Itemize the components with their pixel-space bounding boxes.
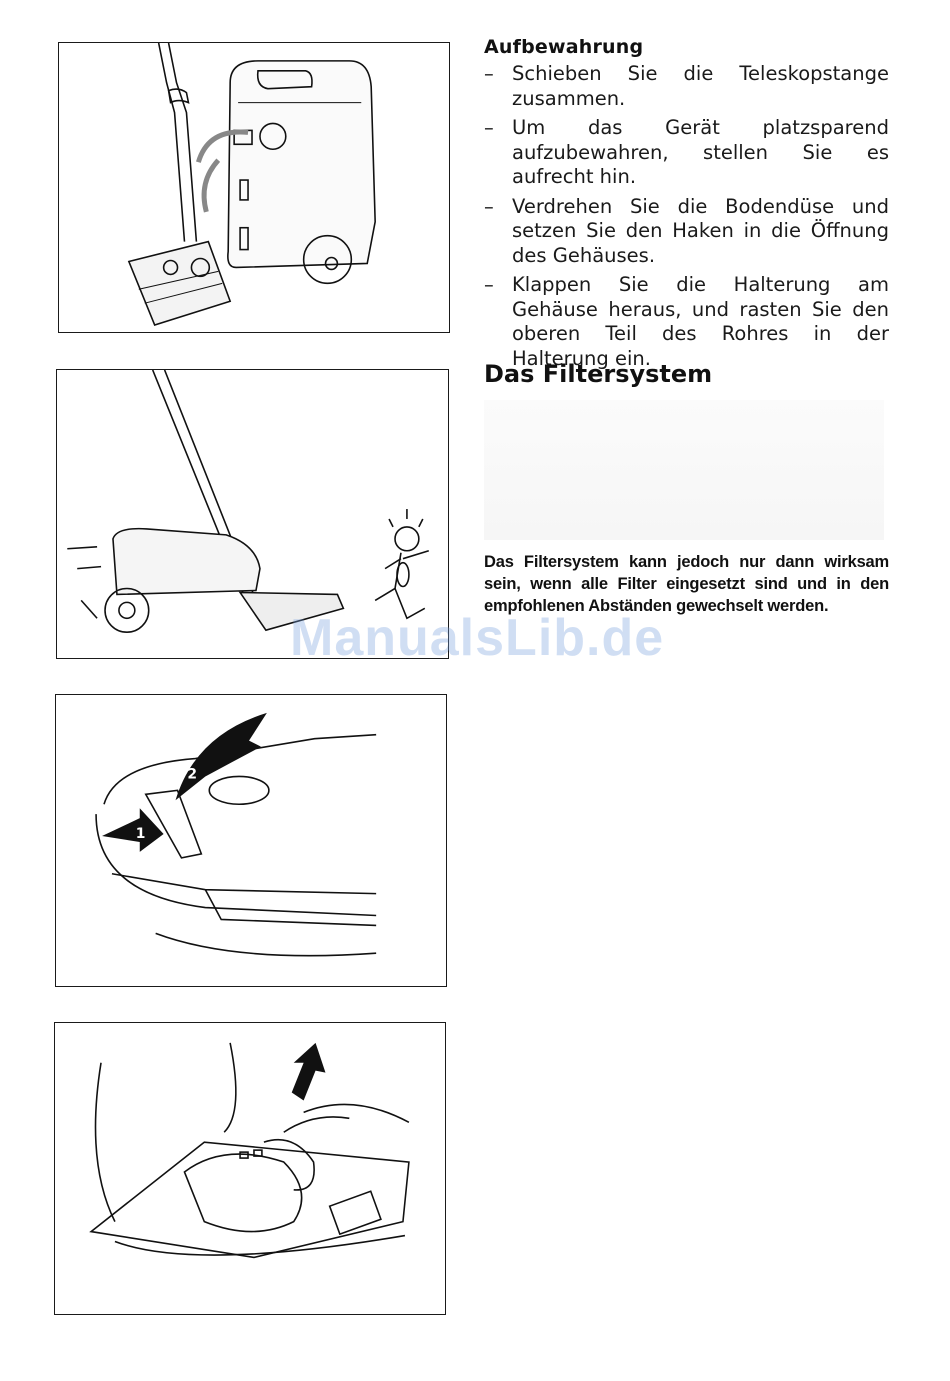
list-dash: –	[484, 194, 494, 218]
lid-release-illustration: 2 1	[78, 704, 416, 974]
storage-step-text: Um das Gerät platzsparend aufzubewahren,…	[512, 116, 889, 188]
storage-step-text: Schieben Sie die Teleskopstange zusammen…	[512, 62, 889, 110]
list-dash: –	[484, 62, 494, 85]
step-1-label: 1	[136, 826, 146, 842]
storage-step: – Klappen Sie die Halterung am Gehäuse h…	[484, 273, 889, 371]
figure-vacuum-running-man	[56, 369, 449, 659]
list-dash: –	[484, 273, 494, 296]
vacuum-upright-illustration	[127, 43, 376, 327]
list-dash: –	[484, 116, 494, 139]
storage-step-text: Verdrehen Sie die Bodendüse und setzen S…	[512, 194, 889, 267]
storage-step: – Verdrehen Sie die Bodendüse und setzen…	[484, 195, 889, 269]
storage-step: – Um das Gerät platzsparend aufzubewahre…	[484, 116, 889, 190]
filter-removal-illustration	[77, 1032, 415, 1302]
step-2-label: 2	[187, 766, 197, 782]
storage-steps: – Schieben Sie die Teleskopstange zusamm…	[484, 62, 889, 376]
filter-heading: Das Filtersystem	[484, 360, 713, 388]
vacuum-cartoon-illustration	[67, 370, 430, 633]
filter-note: Das Filtersystem kann jedoch nur dann wi…	[484, 553, 889, 615]
figure-open-lid: 2 1	[55, 694, 447, 987]
figure-upright-storage	[58, 42, 450, 333]
faded-text-area	[484, 400, 884, 540]
figure-remove-filter	[54, 1022, 446, 1315]
storage-step: – Schieben Sie die Teleskopstange zusamm…	[484, 62, 889, 111]
storage-heading: Aufbewahrung	[484, 36, 644, 58]
storage-step-text: Klappen Sie die Halterung am Gehäuse her…	[512, 273, 889, 370]
